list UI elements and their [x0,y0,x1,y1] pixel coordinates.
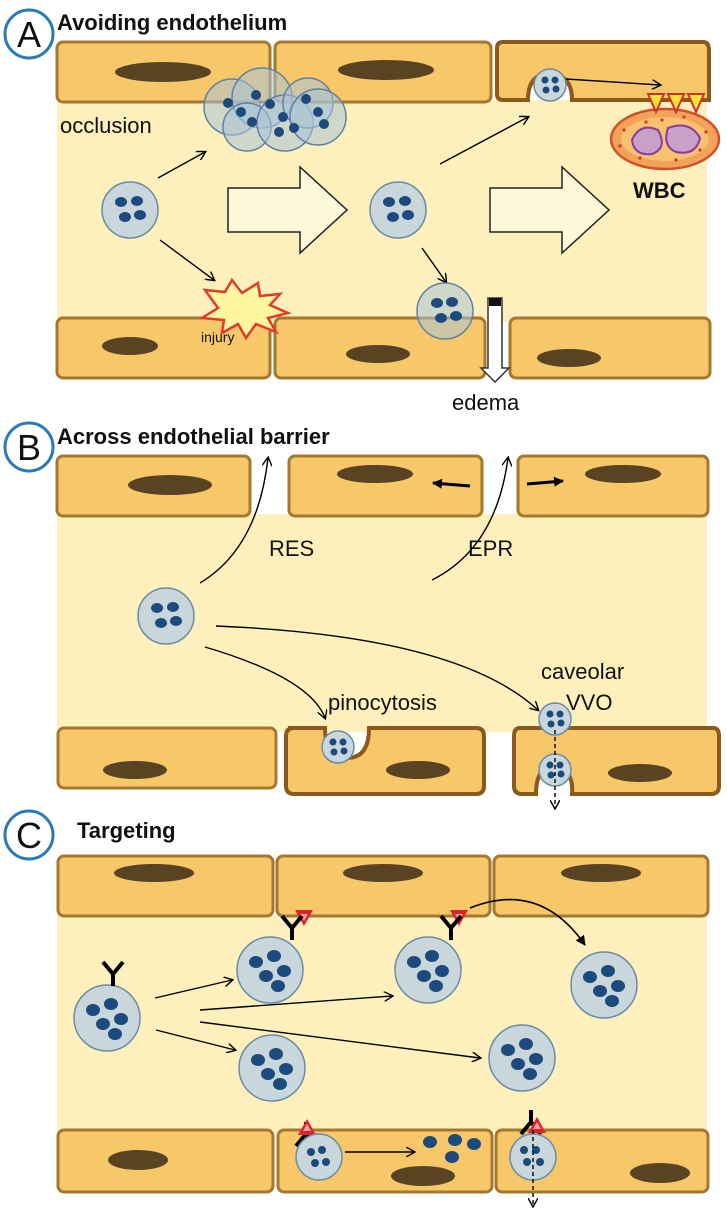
nanoparticle [295,1133,343,1181]
endothelial-layer-top [55,454,710,518]
nanoparticle [238,1034,306,1102]
pinocytosis-label: pinocytosis [328,690,437,715]
endothelial-layer-bottom [55,316,712,380]
nanoparticle [394,936,462,1004]
released-payload [423,1134,481,1163]
svg-text:C: C [16,815,42,856]
epr-label: EPR [468,536,513,561]
vessel-lumen [57,915,707,1133]
panel-b: B Across endothelial barrier RES EPR pin… [3,421,721,808]
injury-label: injury [201,329,234,345]
panel-b-label: B [3,421,55,473]
nanoparticle-aggregate [203,67,347,152]
edema-label: edema [452,390,520,415]
panel-a-label: A [3,8,55,60]
panel-c-title: Targeting [77,818,176,843]
nanoparticle [416,282,474,340]
svg-text:B: B [17,427,41,468]
endothelial-layer-top [56,854,710,918]
caveolar-label: caveolar [541,659,624,684]
panel-a-title: Avoiding endothelium [57,10,287,35]
nanoparticle [533,68,567,102]
svg-text:A: A [17,14,41,55]
nanoparticle [137,587,195,645]
edema-arrow-icon [479,297,511,384]
white-blood-cell-icon [609,93,721,171]
nanoparticle [73,984,141,1052]
nanoparticle [488,1024,556,1092]
vvo-label: VVO [566,690,612,715]
nanoparticle [570,951,638,1019]
nanoparticle [101,181,159,239]
block-arrow-icon [489,165,611,255]
panel-c: C Targeting [3,809,710,1206]
block-arrow-icon [227,165,349,255]
occlusion-label: occlusion [60,113,152,138]
wbc-label: WBC [633,178,686,203]
nanoparticle [369,181,427,239]
panel-b-title: Across endothelial barrier [57,424,330,449]
panel-c-label: C [3,809,55,861]
res-label: RES [269,536,314,561]
panel-a: A Avoiding endothelium occlusion [3,8,721,415]
endothelial-layer-top [55,40,711,104]
endothelial-layer-bottom [56,1128,710,1194]
injury-burst-icon [198,277,292,341]
nanoparticle [321,730,355,764]
nanoparticle [236,936,304,1004]
endothelial-layer-bottom [56,726,721,796]
